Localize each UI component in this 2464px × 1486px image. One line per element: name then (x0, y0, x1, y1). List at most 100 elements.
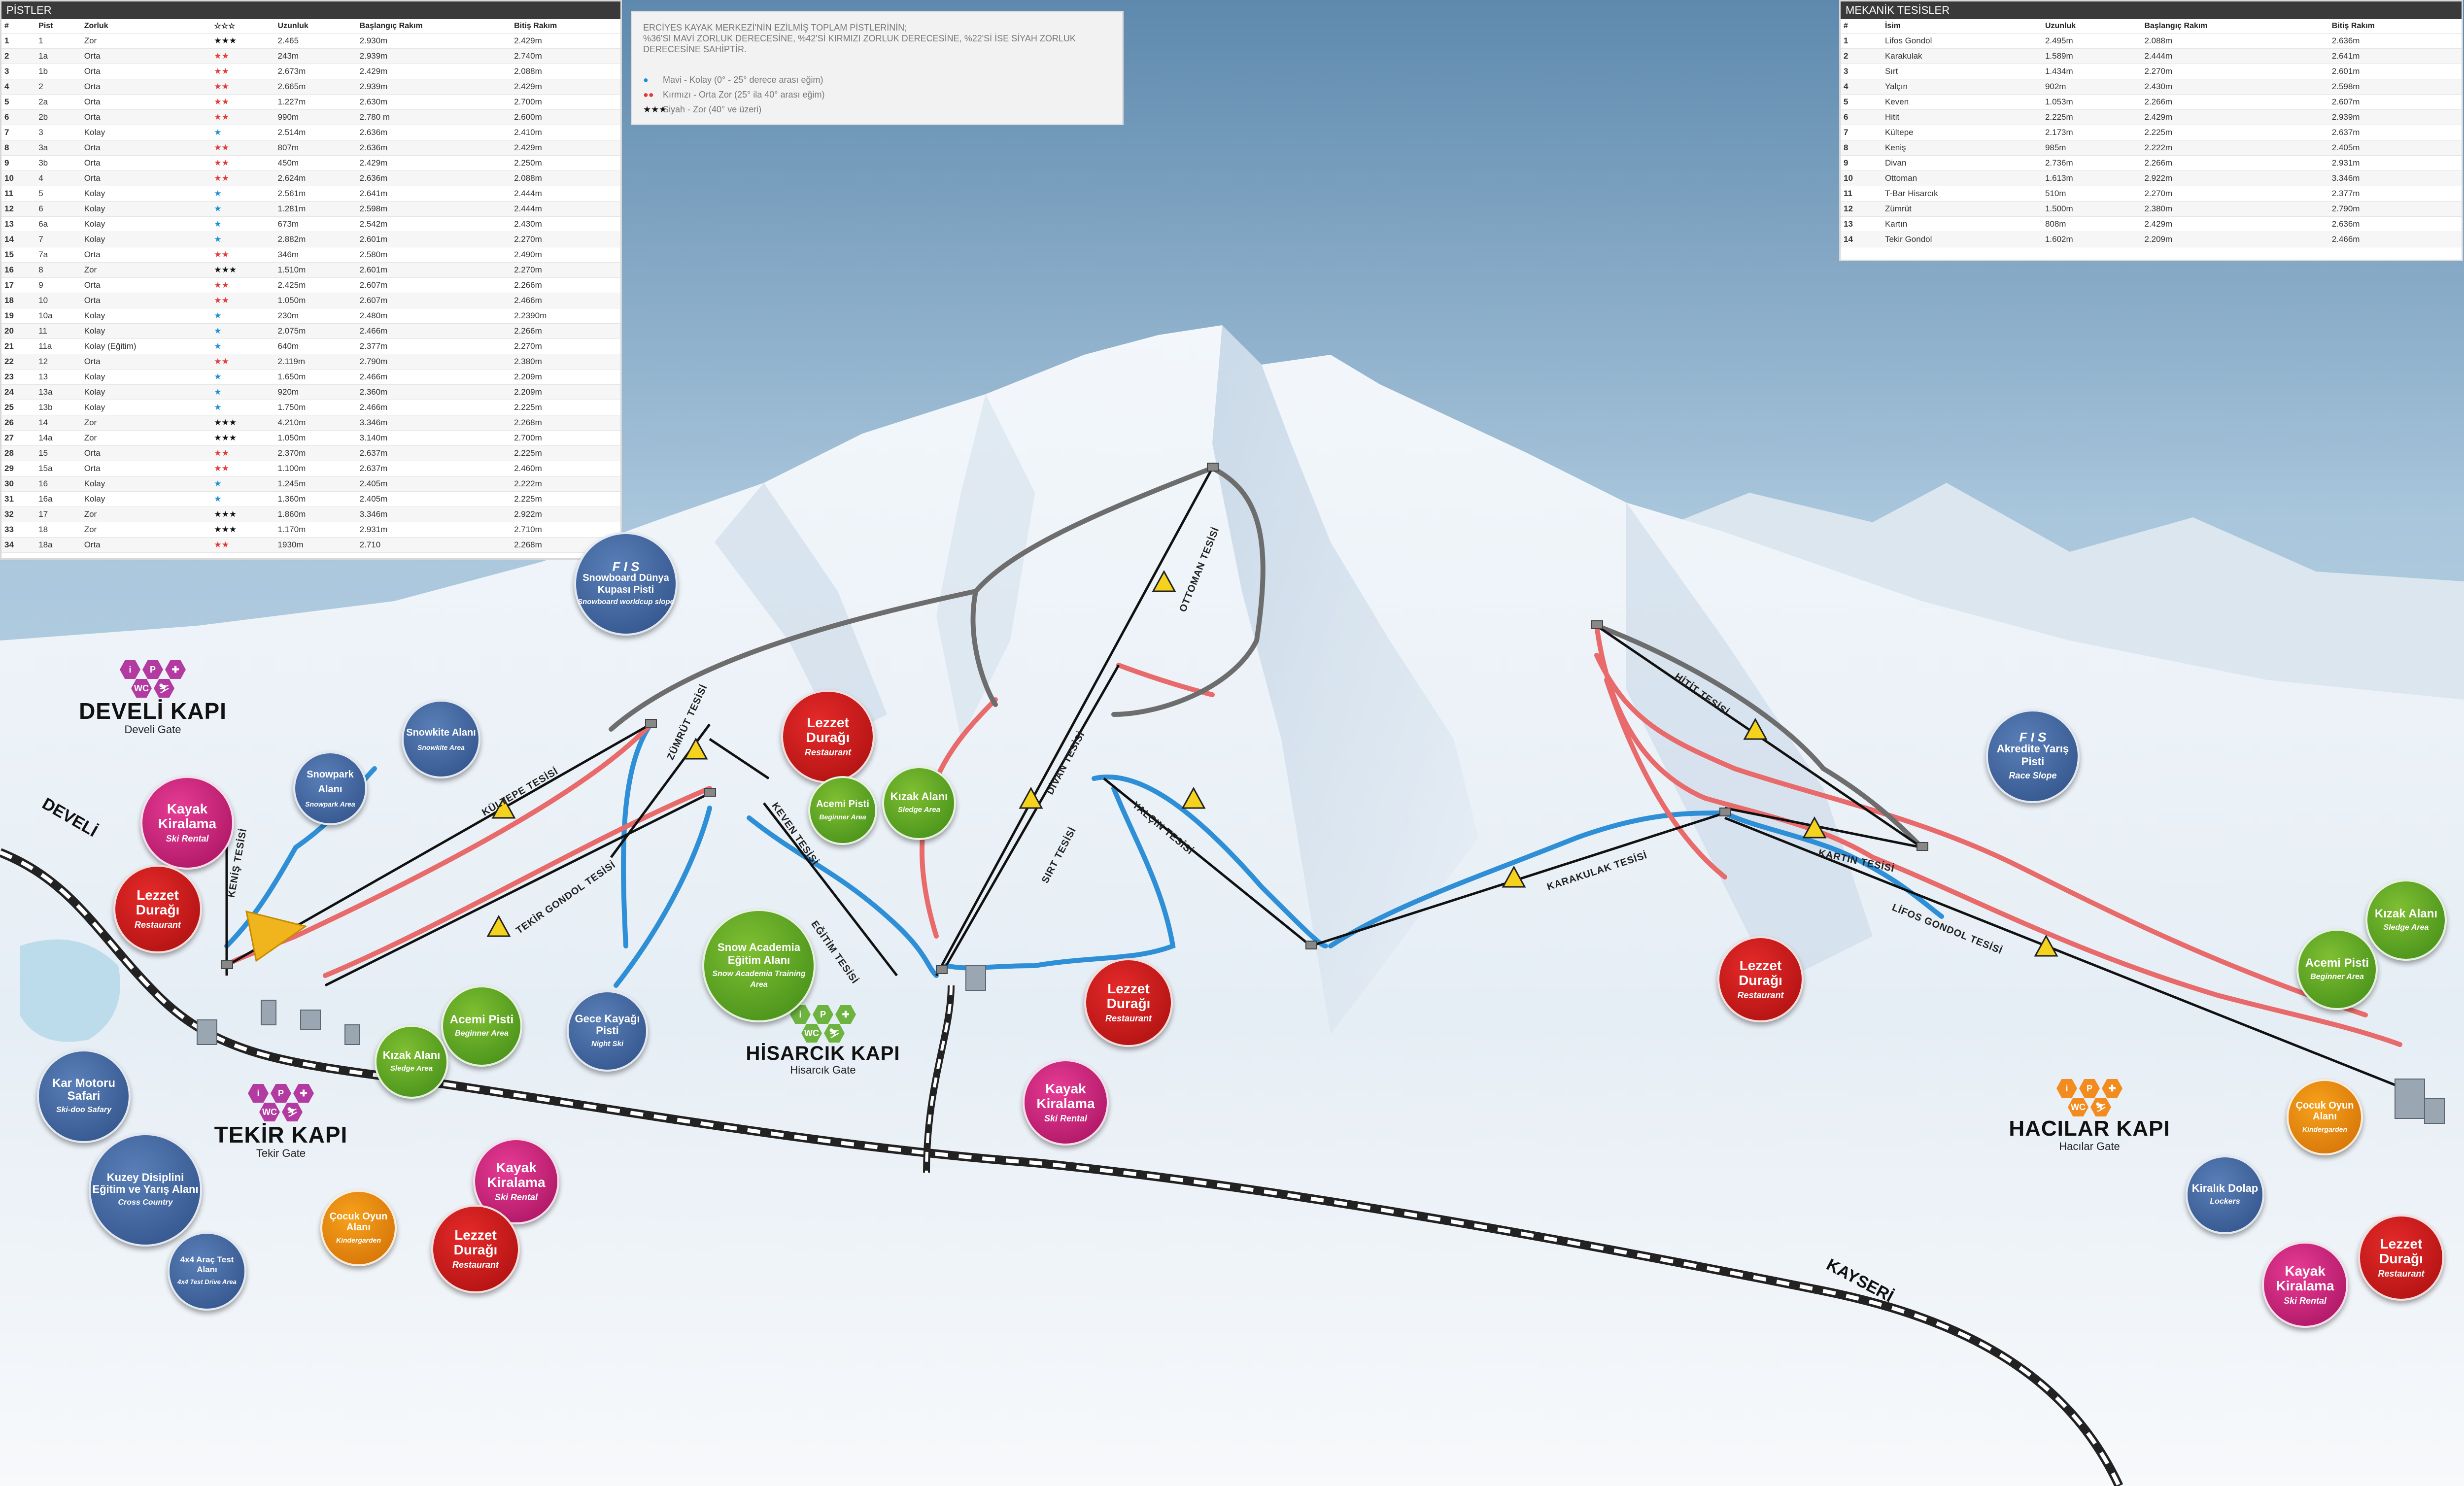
pistes-cell: 2.410m (511, 125, 620, 140)
pistes-cell: 2.209m (511, 369, 620, 385)
parking-icon: P (142, 660, 163, 679)
snow-academy-bubble[interactable]: Snow Academia Eğitim Alanı Snow Academia… (702, 909, 816, 1022)
pistes-cell: Zor (81, 522, 211, 538)
restaurant-hacilar[interactable]: Lezzet Durağı Restaurant (2358, 1215, 2444, 1301)
firstaid-icon: ✚ (2102, 1079, 2122, 1098)
pistes-cell: 2.466m (356, 369, 512, 385)
pistes-cell: Orta (81, 79, 211, 95)
pistes-cell: 3a (35, 140, 81, 156)
pistes-cell: 5 (1, 94, 36, 110)
pistes-cell: Zor (81, 507, 211, 522)
mountain-shadow-1 (1212, 325, 1478, 1035)
pistes-cell: 2.636m (356, 170, 512, 186)
snowpark-area (245, 910, 308, 962)
pistes-cell: 2.266m (511, 277, 620, 293)
lifts-cell: 1.053m (2042, 94, 2142, 110)
pistes-cell: 2.429m (356, 64, 512, 79)
pistes-cell: ★★ (211, 247, 275, 263)
pistes-cell: 7 (1, 125, 36, 140)
ski-rental-hacilar[interactable]: Kayak Kiralama Ski Rental (2262, 1242, 2348, 1328)
lifts-cell: 2.429m (2141, 216, 2329, 232)
lifts-cell: 1.602m (2042, 232, 2142, 247)
restaurant-mid[interactable]: Lezzet Durağı Restaurant (781, 690, 875, 783)
pistes-cell: Orta (81, 140, 211, 156)
lifts-cell: 2.429m (2141, 109, 2329, 125)
lifts-cell: 510m (2042, 186, 2142, 202)
restaurant-develi[interactable]: Lezzet Durağı Restaurant (113, 865, 202, 953)
pistes-cell: Orta (81, 293, 211, 308)
restaurant-right[interactable]: Lezzet Durağı Restaurant (1717, 936, 1804, 1022)
beginner-hisarcik[interactable]: Acemi Pisti Beginner Area (808, 776, 877, 845)
night-ski-bubble[interactable]: Gece Kayağı Pisti Night Ski (567, 990, 648, 1072)
pistes-cell: 27 (1, 430, 36, 446)
pistes-cell: ★★ (211, 170, 275, 186)
beginner-hacilar[interactable]: Acemi Pisti Beginner Area (2296, 929, 2378, 1010)
lifts-cell: Tekir Gondol (1882, 232, 2042, 247)
pistes-cell: 20 (1, 323, 36, 339)
pistes-cell: 2.710 (356, 537, 512, 553)
pistes-cell: Kolay (81, 369, 211, 385)
lifts-cell: 1.589m (2042, 48, 2142, 64)
lifts-cell: 2.466m (2328, 232, 2462, 247)
pistes-header-0: # (1, 19, 36, 34)
sledge-hisarcik[interactable]: Kızak Alanı Sledge Area (882, 766, 956, 840)
cross-country-bubble[interactable]: Kuzey Disiplini Eğitim ve Yarış Alanı Cr… (89, 1133, 202, 1247)
pistes-cell: Orta (81, 48, 211, 64)
pistes-cell: 2.380m (511, 354, 620, 370)
pistes-cell: ★ (211, 369, 275, 385)
lifts-cell: 985m (2042, 140, 2142, 156)
pistes-cell: 1930m (274, 537, 357, 553)
ski-rental-develi[interactable]: Kayak Kiralama Ski Rental (140, 776, 234, 870)
pistes-cell: 2.088m (511, 64, 620, 79)
lifts-cell: 2.636m (2328, 216, 2462, 232)
pistes-cell: 11 (1, 186, 36, 202)
pistes-cell: ★★ (211, 277, 275, 293)
mountain-shadow-3 (715, 483, 887, 739)
fis-race-bubble[interactable]: F I S Akredite Yarış Pisti Race Slope (1986, 709, 2080, 803)
pistes-cell: 2.270m (511, 338, 620, 354)
pistes-cell: ★ (211, 201, 275, 217)
ski-icon: ⛷ (154, 679, 174, 698)
lifts-header-0: # (1841, 19, 1882, 34)
restaurant-tekir[interactable]: Lezzet Durağı Restaurant (431, 1205, 520, 1293)
ski-rental-tekir[interactable]: Kayak Kiralama Ski Rental (473, 1138, 559, 1224)
sledge-tekir[interactable]: Kızak Alanı Sledge Area (375, 1025, 448, 1099)
snowkite-bubble[interactable]: Snowkite Alanı Snowkite Area (402, 700, 480, 778)
4x4-test-bubble[interactable]: 4x4 Araç Test Alanı 4x4 Test Drive Area (168, 1232, 246, 1311)
pistes-cell: 990m (274, 109, 357, 125)
kindergarden-tekir[interactable]: Çocuk Oyun Alanı Kindergarden (320, 1190, 397, 1266)
ski-rental-hisarcik[interactable]: Kayak Kiralama Ski Rental (1023, 1059, 1109, 1146)
pistes-cell: 3.140m (356, 430, 512, 446)
skidoo-safari-bubble[interactable]: Kar Motoru Safari Ski-doo Safary (37, 1049, 131, 1143)
restaurant-hisarcik[interactable]: Lezzet Durağı Restaurant (1084, 958, 1173, 1047)
pistes-cell: 2.922m (511, 507, 620, 522)
pistes-cell: 8 (1, 140, 36, 156)
fis-worldcup-bubble[interactable]: F I S Snowboard Dünya Kupası Pisti Snowb… (574, 532, 678, 636)
pistes-cell: ★★ (211, 445, 275, 461)
lockers-bubble[interactable]: Kiralık Dolap Lockers (2186, 1155, 2264, 1234)
pistes-cell: 5 (35, 186, 81, 202)
lifts-cell: T-Bar Hisarcık (1882, 186, 2042, 202)
sledge-hacilar[interactable]: Kızak Alanı Sledge Area (2365, 879, 2447, 961)
pistes-cell: 2.665m (274, 79, 357, 95)
beginner-tekir[interactable]: Acemi Pisti Beginner Area (441, 985, 522, 1067)
pistes-cell: 2.466m (356, 323, 512, 339)
info-icon: i (2056, 1079, 2077, 1098)
lifts-cell: 2.270m (2141, 186, 2329, 202)
pistes-cell: Kolay (81, 323, 211, 339)
kindergarden-hacilar[interactable]: Çocuk Oyun Alanı Kindergarden (2287, 1079, 2363, 1155)
buildings (197, 965, 2445, 1124)
gate-hisarcik: i P ✚ WC ⛷ HİSARCIK KAPI Hisarcık Gate (739, 1005, 907, 1077)
lifts-cell: 5 (1841, 94, 1882, 110)
pistes-cell: 2.624m (274, 170, 357, 186)
snowpark-bubble[interactable]: Snowpark Alanı Snowpark Area (293, 751, 367, 825)
pistes-cell: 25 (1, 400, 36, 415)
